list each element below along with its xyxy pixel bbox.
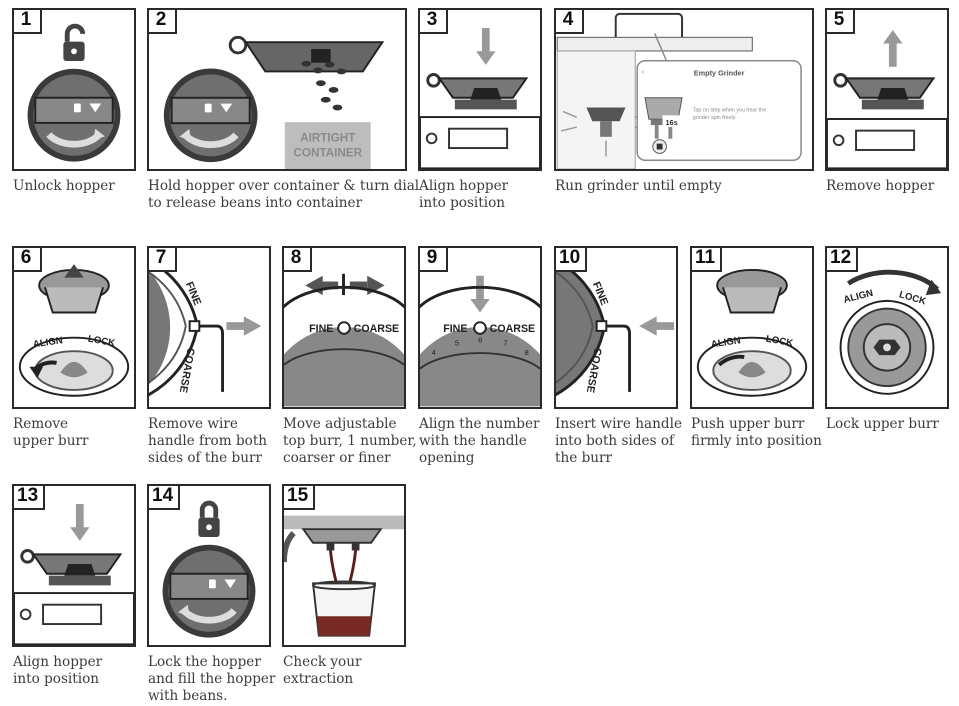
- scale-5: 5: [455, 338, 459, 347]
- step-8-panel: 8 FINE COARSE: [282, 246, 406, 409]
- step-number: 10: [556, 248, 588, 272]
- step-7-caption: Remove wire handle from both sides of th…: [148, 416, 268, 466]
- fill-container-illustration: AIRTIGHT CONTAINER: [163, 35, 385, 169]
- arrow-right-icon: [226, 316, 262, 336]
- step-number: 12: [827, 248, 859, 272]
- ring-label-align: ALIGN: [32, 335, 63, 350]
- step-1-panel: 1: [12, 8, 136, 171]
- step-number: 4: [556, 10, 584, 34]
- back-chevron-icon: ‹: [641, 67, 645, 77]
- remove-hopper-illustration: [827, 29, 947, 169]
- step-4-caption: Run grinder until empty: [555, 178, 722, 194]
- step-9-caption: Align the number with the handle opening: [419, 416, 540, 466]
- step-13-panel: 13: [12, 484, 136, 647]
- step-number: 14: [149, 486, 181, 510]
- burr-label-coarse: COARSE: [177, 347, 197, 394]
- step-number: 2: [149, 10, 177, 34]
- stop-icon: [656, 143, 663, 150]
- step-8-caption: Move adjustable top burr, 1 number, coar…: [283, 416, 417, 466]
- step-number: 6: [14, 248, 42, 272]
- arrow-up-icon: [883, 29, 903, 67]
- step-3-caption: Align hopper into position: [419, 178, 509, 211]
- arrow-left-icon: [639, 316, 675, 336]
- step-10-caption: Insert wire handle into both sides of th…: [555, 416, 682, 466]
- align-number-illustration: FINE COARSE 4 5 6 7 8: [420, 275, 540, 407]
- screen-title: Empty Grinder: [694, 68, 745, 77]
- step-11-panel: 11 ALIGN LOCK: [690, 246, 814, 409]
- step-number: 9: [420, 248, 448, 272]
- arrow-down-icon: [470, 275, 490, 313]
- step-14-caption: Lock the hopper and fill the hopper with…: [148, 654, 276, 704]
- step-10-panel: 10 FINE COARSE: [554, 246, 678, 409]
- lock-hopper-illustration: [162, 500, 256, 638]
- align-hopper-illustration: [420, 28, 540, 169]
- scale-4: 4: [432, 348, 437, 357]
- push-upper-burr-illustration: ALIGN LOCK: [696, 268, 808, 397]
- step-2-panel: 2 AIRTIGHT CONTAINER: [147, 8, 407, 171]
- extraction-illustration: [284, 515, 404, 637]
- step-11-caption: Push upper burr firmly into position: [691, 416, 822, 449]
- step-12-panel: 12 ALIGN LOCK: [825, 246, 949, 409]
- step-number: 5: [827, 10, 855, 34]
- step-number: 1: [14, 10, 42, 34]
- burr-label-coarse: COARSE: [490, 323, 535, 335]
- padlock-open-icon: [63, 23, 86, 61]
- scale-6: 6: [478, 336, 482, 345]
- remove-wire-handle-illustration: FINE COARSE: [149, 258, 262, 397]
- burr-label-fine: FINE: [309, 323, 333, 335]
- step-7-panel: 7 FINE COARSE: [147, 246, 271, 409]
- lock-upper-burr-illustration: ALIGN LOCK: [839, 269, 942, 395]
- step-12-caption: Lock upper burr: [826, 416, 939, 432]
- step-2-caption: Hold hopper over container & turn dial t…: [148, 178, 420, 211]
- ring-label-align: ALIGN: [710, 335, 741, 350]
- step-4-panel: 4 ‹ Empty Grinder Tap on step when you h…: [554, 8, 814, 171]
- step-6-caption: Remove upper burr: [13, 416, 89, 449]
- step-15-panel: 15: [282, 484, 406, 647]
- scale-7: 7: [503, 338, 507, 347]
- screen-text-line2: grinder spin freely.: [693, 115, 737, 121]
- burr-label-fine: FINE: [443, 323, 467, 335]
- padlock-closed-icon: [198, 500, 220, 537]
- insert-wire-handle-illustration: FINE COARSE: [556, 258, 675, 397]
- arrow-down-icon: [70, 504, 90, 541]
- step-number: 3: [420, 10, 448, 34]
- remove-upper-burr-illustration: ALIGN LOCK: [18, 264, 130, 397]
- arrow-down-icon: [476, 28, 496, 65]
- screen-timer: 16s: [665, 118, 677, 127]
- run-grinder-illustration: ‹ Empty Grinder Tap on step when you hea…: [556, 12, 802, 169]
- step-13-caption: Align hopper into position: [13, 654, 103, 687]
- step-14-panel: 14: [147, 484, 271, 647]
- step-number: 11: [692, 248, 723, 272]
- step-number: 13: [14, 486, 46, 510]
- container-label-line2: CONTAINER: [293, 146, 362, 159]
- step-number: 15: [284, 486, 316, 510]
- screen-text-line1: Tap on step when you hear the: [693, 107, 766, 113]
- burr-label-coarse: COARSE: [354, 323, 399, 335]
- step-3-panel: 3: [418, 8, 542, 171]
- step-6-panel: 6 ALIGN LOCK: [12, 246, 136, 409]
- align-hopper-again-illustration: [14, 504, 134, 645]
- step-5-panel: 5: [825, 8, 949, 171]
- step-9-panel: 9 FINE COARSE 4 5 6 7 8: [418, 246, 542, 409]
- adjust-burr-illustration: FINE COARSE: [284, 273, 404, 407]
- ring-label-align: ALIGN: [842, 288, 874, 306]
- step-number: 7: [149, 248, 177, 272]
- step-5-caption: Remove hopper: [826, 178, 935, 194]
- container-label-line1: AIRTIGHT: [300, 132, 356, 145]
- step-number: 8: [284, 248, 312, 272]
- step-1-caption: Unlock hopper: [13, 178, 115, 194]
- step-15-caption: Check your extraction: [283, 654, 362, 687]
- ring-label-lock: LOCK: [765, 334, 794, 350]
- scale-8: 8: [525, 348, 529, 357]
- unlock-hopper-illustration: [27, 23, 121, 162]
- ring-label-lock: LOCK: [87, 334, 116, 350]
